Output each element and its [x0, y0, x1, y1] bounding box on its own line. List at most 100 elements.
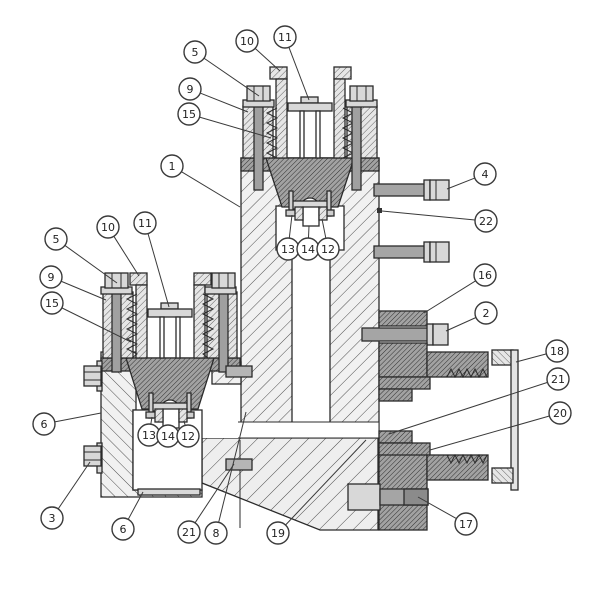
callout-6-upper: 6	[32, 412, 102, 436]
callout-5-lower: 5	[44, 227, 118, 284]
callout-9-lower: 9	[39, 265, 107, 301]
callout-3-bolt-leader	[57, 461, 91, 510]
callout-9-upper-leader	[200, 92, 249, 113]
callout-11-lower-balloon	[133, 211, 157, 235]
spring-retainer-bar	[147, 308, 193, 318]
callout-3-bolt-label: 3	[49, 512, 56, 525]
callout-8-pin-label: 8	[213, 527, 220, 540]
callout-12-lower-balloon	[176, 424, 200, 448]
callout-18-ring-balloon	[545, 339, 569, 363]
callout-18-ring: 18	[515, 339, 569, 363]
flange-face-18	[510, 349, 519, 491]
callout-20-sleeve: 20	[429, 401, 572, 451]
connector-block-upper	[378, 342, 428, 378]
callout-19-wedge-label: 19	[271, 527, 285, 540]
callout-13-upper: 13	[276, 214, 300, 261]
adjuster-knob	[300, 96, 319, 104]
callout-3-bolt: 3	[40, 461, 91, 530]
callout-9-upper-label: 9	[187, 83, 194, 96]
callout-17-bolt: 17	[417, 496, 478, 536]
callout-20-sleeve-leader	[429, 415, 550, 451]
marker-22	[377, 208, 382, 213]
hex-bolt-head-right	[211, 272, 236, 289]
right-bolts-4	[373, 179, 450, 263]
callout-15-lower-label: 15	[45, 297, 59, 310]
callout-5-upper-label: 5	[192, 46, 199, 59]
callout-15-upper-balloon	[177, 102, 201, 126]
upper-valve-internals	[285, 190, 335, 227]
hex-head-4a	[429, 179, 450, 201]
callout-6-upper-label: 6	[41, 418, 48, 431]
hex-bolt-head-right	[349, 85, 374, 102]
callout-8-pin-balloon	[204, 521, 228, 545]
left-side-bolts	[83, 360, 103, 474]
callout-2-bolt-balloon	[474, 301, 498, 325]
callout-16-flange-label: 16	[478, 269, 492, 282]
connector-tube-upper	[426, 351, 489, 378]
callout-2-bolt-label: 2	[483, 307, 490, 320]
cap-flange-left	[269, 66, 288, 80]
callout-12-lower: 12	[176, 420, 200, 448]
callout-10-upper-leader	[254, 48, 281, 72]
hex-bolt-head-left	[104, 272, 129, 289]
callout-15-upper: 15	[177, 102, 272, 139]
bolt-2-shaft	[361, 327, 430, 342]
callout-6-upper-balloon	[32, 412, 56, 436]
callout-21-left-leader	[194, 463, 235, 524]
callout-22-marker: 22	[381, 209, 498, 233]
callout-1-body-label: 1	[169, 160, 176, 173]
callout-6-lower: 6	[111, 491, 144, 541]
callout-5-upper-balloon	[183, 40, 207, 64]
dowel-pins	[225, 365, 253, 471]
callout-6-lower-balloon	[111, 517, 135, 541]
cap-flange-right	[333, 66, 352, 80]
callout-9-lower-balloon	[39, 265, 63, 289]
guide-14	[302, 206, 320, 227]
gland-packing-lower	[100, 357, 241, 410]
flank-12	[154, 408, 164, 423]
hex-bolt-head-left	[246, 85, 271, 102]
callout-21-right-leader	[388, 381, 548, 435]
callout-9-upper-balloon	[178, 77, 202, 101]
callout-15-lower: 15	[40, 291, 132, 343]
callout-19-wedge: 19	[266, 439, 367, 545]
callout-14-upper-label: 14	[301, 243, 315, 256]
callout-15-upper-label: 15	[182, 108, 196, 121]
callout-22-marker-leader	[381, 210, 476, 221]
seat-strip	[137, 488, 201, 496]
spring-left	[265, 107, 279, 159]
callout-17-bolt-leader	[417, 496, 457, 520]
callout-14-lower: 14	[156, 424, 180, 448]
callout-1-body-leader	[181, 171, 241, 208]
callout-13-upper-label: 13	[281, 243, 295, 256]
cap-wall-left	[275, 78, 288, 159]
callout-12-upper-leader	[321, 218, 327, 239]
callout-4-bolt: 4	[446, 162, 497, 190]
sleeve-21	[378, 376, 431, 390]
callout-10-lower-leader	[113, 236, 140, 277]
callout-15-lower-leader	[61, 307, 132, 343]
callout-10-upper-label: 10	[240, 35, 254, 48]
hex-bolt-3-lower	[83, 445, 102, 467]
spring-retainer-bar	[287, 102, 333, 112]
callout-2-bolt: 2	[445, 301, 498, 332]
connector-tube-lower	[426, 454, 489, 481]
callout-22-marker-balloon	[474, 209, 498, 233]
dowel-pin-upper	[225, 365, 253, 378]
lower-valve-internals	[145, 392, 195, 429]
callout-14-upper: 14	[296, 225, 320, 261]
callout-14-upper-leader	[307, 225, 310, 239]
callout-11-lower-label: 11	[138, 217, 152, 230]
callout-1-body: 1	[160, 154, 241, 208]
callout-12-upper-balloon	[316, 237, 340, 261]
adjuster-knob	[160, 302, 179, 310]
spring-right	[201, 293, 215, 359]
callout-12-lower-label: 12	[181, 430, 195, 443]
callout-4-bolt-label: 4	[482, 168, 489, 181]
hex-bolt-3-upper	[83, 365, 102, 387]
callout-10-lower-balloon	[96, 215, 120, 239]
callout-20-sleeve-label: 20	[553, 407, 567, 420]
upper-valve-cartridge	[242, 66, 378, 191]
